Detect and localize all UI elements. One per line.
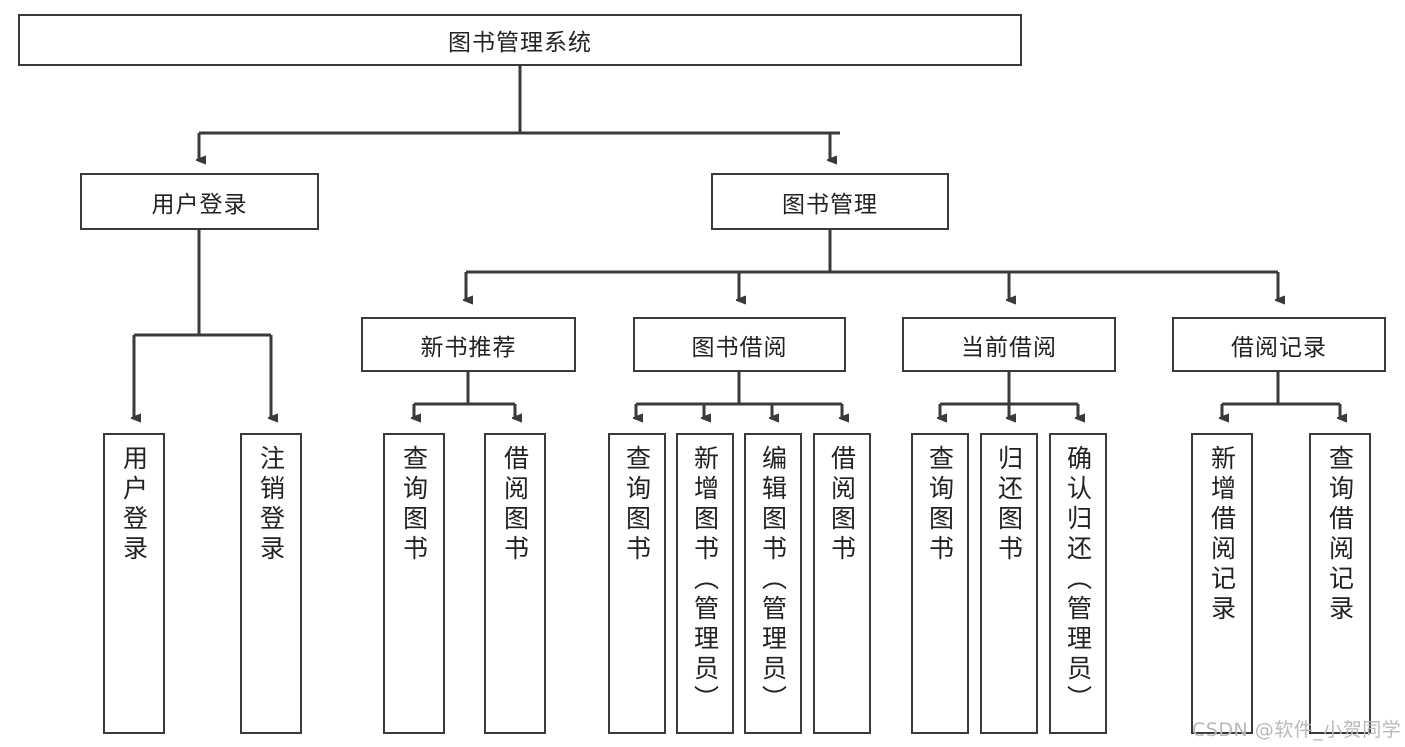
- node-user-login[interactable]: 用户登录: [80, 173, 319, 230]
- node-label: 新增图书（管理员）: [690, 445, 720, 715]
- node-label: 借阅记录: [1231, 334, 1327, 361]
- csdn-watermark: CSDN @软件_小贺同学: [1192, 719, 1402, 741]
- node-leaf-confirm-return[interactable]: 确认归还（管理员）: [1049, 433, 1107, 734]
- node-label: 用户登录: [119, 445, 149, 565]
- node-label: 当前借阅: [961, 334, 1057, 361]
- node-book-borrow[interactable]: 图书借阅: [633, 317, 846, 372]
- node-label: 图书管理系统: [448, 30, 592, 56]
- node-label: 图书管理: [782, 191, 878, 218]
- node-borrow-record[interactable]: 借阅记录: [1172, 317, 1386, 372]
- node-leaf-return-book[interactable]: 归还图书: [980, 433, 1038, 734]
- node-leaf-query-record[interactable]: 查询借阅记录: [1309, 433, 1371, 734]
- node-current-borrow[interactable]: 当前借阅: [902, 317, 1116, 372]
- node-leaf-user-logout[interactable]: 注销登录: [240, 433, 302, 734]
- node-leaf-user-login[interactable]: 用户登录: [103, 433, 165, 734]
- node-leaf-query-book-2[interactable]: 查询图书: [608, 433, 666, 734]
- node-label: 归还图书: [994, 445, 1024, 565]
- node-label: 新增借阅记录: [1207, 445, 1237, 625]
- node-leaf-borrow-book-2[interactable]: 借阅图书: [813, 433, 871, 734]
- node-label: 用户登录: [151, 191, 248, 218]
- node-label: 图书借阅: [691, 334, 788, 361]
- node-label: 确认归还（管理员）: [1063, 445, 1093, 715]
- node-root-book-management-system[interactable]: 图书管理系统: [18, 14, 1022, 66]
- node-new-book-recommend[interactable]: 新书推荐: [361, 317, 576, 372]
- node-label: 注销登录: [256, 445, 286, 565]
- node-book-management[interactable]: 图书管理: [711, 173, 949, 230]
- node-leaf-query-book-3[interactable]: 查询图书: [911, 433, 969, 734]
- node-label: 借阅图书: [827, 445, 857, 565]
- node-label: 查询借阅记录: [1325, 445, 1355, 625]
- node-leaf-add-book[interactable]: 新增图书（管理员）: [676, 433, 734, 734]
- node-label: 查询图书: [399, 445, 429, 565]
- node-leaf-add-record[interactable]: 新增借阅记录: [1191, 433, 1253, 734]
- node-label: 查询图书: [925, 445, 955, 565]
- node-label: 借阅图书: [500, 445, 530, 565]
- node-label: 查询图书: [622, 445, 652, 565]
- node-label: 新书推荐: [420, 334, 517, 361]
- node-leaf-edit-book[interactable]: 编辑图书（管理员）: [744, 433, 802, 734]
- node-leaf-query-book-1[interactable]: 查询图书: [383, 433, 445, 734]
- node-leaf-borrow-book-1[interactable]: 借阅图书: [484, 433, 546, 734]
- node-label: 编辑图书（管理员）: [758, 445, 788, 715]
